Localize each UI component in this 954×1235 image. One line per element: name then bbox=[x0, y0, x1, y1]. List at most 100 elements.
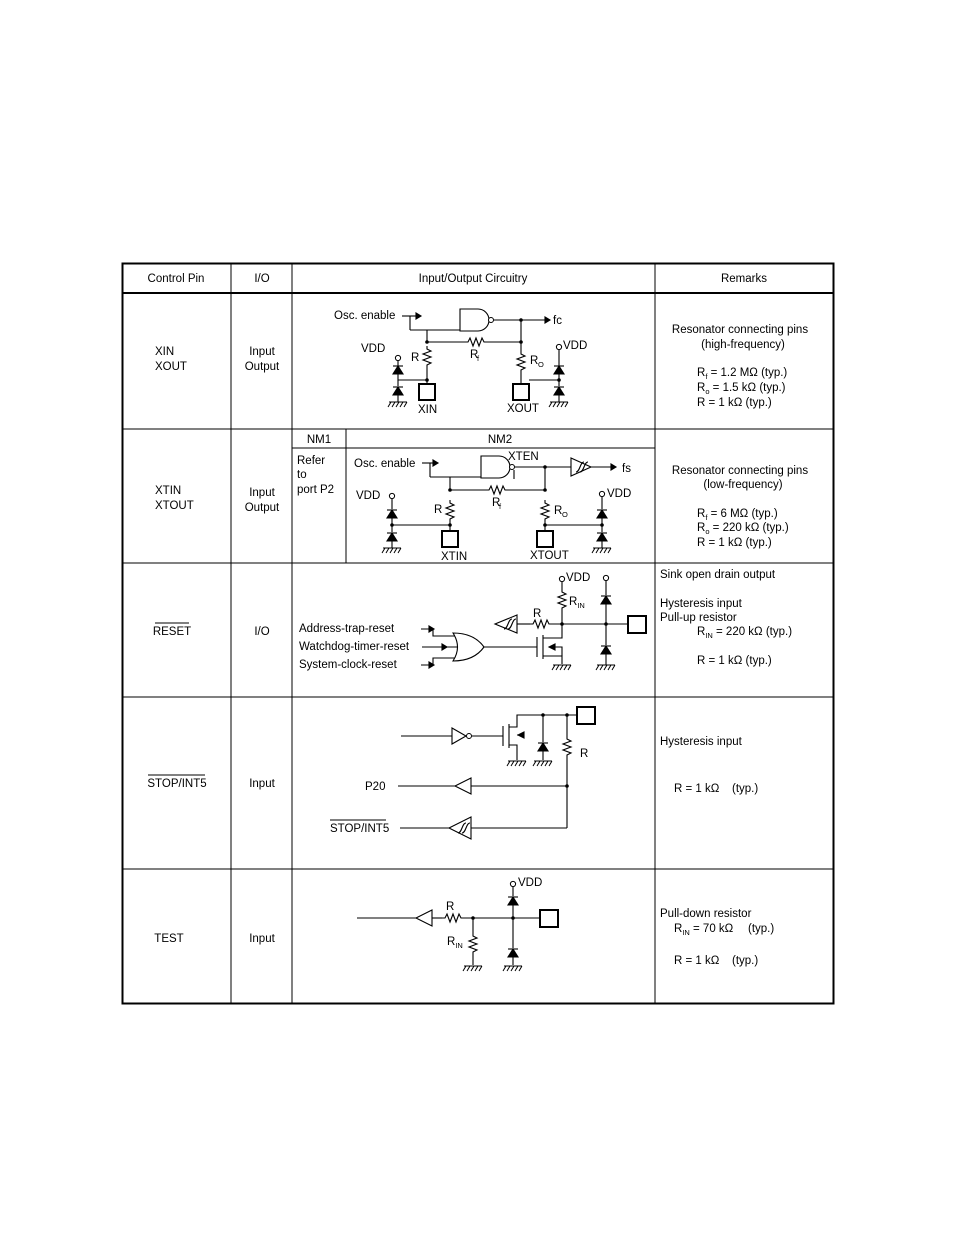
svg-text:R: R bbox=[580, 748, 588, 760]
svg-text:Ro = 1.5 kΩ (typ.): Ro = 1.5 kΩ (typ.) bbox=[697, 382, 786, 396]
io-type: Output bbox=[245, 361, 280, 373]
pin-name: TEST bbox=[154, 933, 183, 945]
pin-name: RESET bbox=[153, 626, 191, 638]
svg-text:f: f bbox=[499, 502, 502, 511]
svg-text:R: R bbox=[533, 608, 541, 620]
stop-int5-circuit: R P20 STOP/INT5 bbox=[330, 706, 596, 840]
row-xin-xout: XIN XOUT Input Output Osc. enable fc R bbox=[155, 308, 808, 416]
svg-text:RIN: RIN bbox=[447, 936, 463, 950]
resistor-r bbox=[422, 345, 432, 367]
buffer bbox=[453, 777, 472, 795]
osc-enable-label: Osc. enable bbox=[354, 458, 415, 470]
svg-text:(high-frequency): (high-frequency) bbox=[701, 339, 785, 351]
svg-text:R: R bbox=[530, 355, 538, 367]
svg-text:Refer: Refer bbox=[297, 455, 325, 467]
io-type: Input bbox=[249, 933, 275, 945]
header-io: I/O bbox=[254, 273, 269, 285]
svg-text:R: R bbox=[470, 349, 478, 361]
svg-text:Sink open drain output: Sink open drain output bbox=[660, 569, 776, 581]
xin-pad bbox=[418, 383, 436, 401]
io-type: Input bbox=[249, 487, 275, 499]
svg-text:R: R bbox=[446, 901, 454, 913]
svg-text:f: f bbox=[477, 354, 480, 363]
row-test: TEST Input R RIN VDD P bbox=[154, 877, 774, 972]
svg-text:Ro = 220 kΩ (typ.): Ro = 220 kΩ (typ.) bbox=[697, 522, 789, 536]
svg-text:RIN: RIN bbox=[569, 596, 585, 610]
row-xtin-xtout: XTIN XTOUT Input Output NM1 NM2 Refer to… bbox=[155, 434, 808, 563]
svg-text:R: R bbox=[492, 497, 500, 509]
inverter bbox=[451, 727, 468, 745]
svg-text:R: R bbox=[411, 352, 419, 364]
nm1-label: NM1 bbox=[307, 434, 331, 446]
xten-label: XTEN bbox=[508, 451, 539, 463]
xin-label: XIN bbox=[418, 404, 437, 416]
pin-name: STOP/INT5 bbox=[147, 778, 206, 790]
svg-text:RIN = 70 kΩ: RIN = 70 kΩ bbox=[674, 923, 734, 937]
osc-enable-label: Osc. enable bbox=[334, 310, 395, 322]
svg-text:R = 1 kΩ: R = 1 kΩ bbox=[674, 955, 720, 967]
svg-text:Watchdog-timer-reset: Watchdog-timer-reset bbox=[299, 641, 410, 653]
header-circuitry: Input/Output Circuitry bbox=[419, 273, 528, 285]
svg-text:Rf = 6 MΩ (typ.): Rf = 6 MΩ (typ.) bbox=[697, 508, 778, 522]
pin-name: XTIN bbox=[155, 485, 181, 497]
svg-text:(typ.): (typ.) bbox=[732, 955, 758, 967]
svg-text:VDD: VDD bbox=[518, 877, 542, 889]
svg-text:System-clock-reset: System-clock-reset bbox=[299, 659, 398, 671]
reset-circuit: Address-trap-reset Watchdog-timer-reset … bbox=[299, 572, 647, 671]
svg-text:(typ.): (typ.) bbox=[748, 923, 774, 935]
pin-name: XOUT bbox=[155, 361, 187, 373]
svg-text:R = 1 kΩ (typ.): R = 1 kΩ (typ.) bbox=[697, 537, 772, 549]
xin-xout-circuit: Osc. enable fc R f R bbox=[334, 308, 587, 416]
header-remarks: Remarks bbox=[721, 273, 767, 285]
svg-text:Pull-up resistor: Pull-up resistor bbox=[660, 612, 737, 624]
remarks-xin-xout: Resonator connecting pins (high-frequenc… bbox=[672, 324, 808, 409]
schmitt-buffer bbox=[447, 816, 472, 840]
xtout-label: XTOUT bbox=[530, 550, 569, 562]
svg-text:STOP/INT5: STOP/INT5 bbox=[330, 823, 389, 835]
io-type: Input bbox=[249, 778, 275, 790]
svg-text:Rf = 1.2 MΩ (typ.): Rf = 1.2 MΩ (typ.) bbox=[697, 367, 787, 381]
xout-pad bbox=[512, 383, 530, 401]
xtin-label: XTIN bbox=[441, 551, 467, 563]
fs-label: fs bbox=[622, 463, 631, 475]
resistor-ro bbox=[516, 350, 526, 372]
svg-text:Hysteresis input: Hysteresis input bbox=[660, 736, 743, 748]
reset-pad bbox=[627, 615, 647, 634]
xtin-xtout-circuit: Osc. enable XTEN fs R f bbox=[354, 451, 631, 563]
svg-text:P20: P20 bbox=[365, 781, 385, 793]
or-gate bbox=[451, 632, 485, 662]
schmitt-buffer bbox=[493, 614, 518, 634]
svg-text:R = 1 kΩ: R = 1 kΩ bbox=[674, 783, 720, 795]
schmitt-buffer bbox=[570, 457, 593, 477]
remarks-stop-int5: Hysteresis input R = 1 kΩ (typ.) bbox=[660, 736, 758, 795]
svg-text:RIN = 220 kΩ (typ.): RIN = 220 kΩ (typ.) bbox=[697, 626, 792, 640]
fc-label: fc bbox=[553, 315, 562, 327]
table-grid bbox=[121, 262, 835, 1005]
svg-text:VDD: VDD bbox=[566, 572, 590, 584]
io-type: Input bbox=[249, 346, 275, 358]
xout-label: XOUT bbox=[507, 403, 539, 415]
svg-text:VDD: VDD bbox=[361, 343, 385, 355]
remarks-xtin-xtout: Resonator connecting pins (low-frequency… bbox=[672, 465, 808, 549]
test-pad bbox=[539, 909, 559, 928]
svg-text:R: R bbox=[554, 505, 562, 517]
stop-int5-pad bbox=[576, 706, 596, 725]
buffer bbox=[414, 909, 433, 927]
svg-text:R = 1 kΩ (typ.): R = 1 kΩ (typ.) bbox=[697, 397, 772, 409]
svg-text:Pull-down resistor: Pull-down resistor bbox=[660, 908, 752, 920]
svg-text:(low-frequency): (low-frequency) bbox=[703, 479, 782, 491]
svg-text:VDD: VDD bbox=[356, 490, 380, 502]
svg-text:O: O bbox=[538, 360, 544, 369]
pin-name: XIN bbox=[155, 346, 174, 358]
test-circuit: R RIN VDD bbox=[357, 877, 559, 972]
svg-text:R = 1 kΩ (typ.): R = 1 kΩ (typ.) bbox=[697, 655, 772, 667]
svg-text:O: O bbox=[562, 510, 568, 519]
xtout-pad bbox=[536, 530, 554, 548]
remarks-reset: Sink open drain output Hysteresis input … bbox=[660, 569, 792, 667]
svg-text:(typ.): (typ.) bbox=[732, 783, 758, 795]
row-stop-int5: STOP/INT5 Input R P20 bbox=[147, 706, 758, 840]
table-header: Control Pin I/O Input/Output Circuitry R… bbox=[148, 273, 768, 285]
header-control-pin: Control Pin bbox=[148, 273, 205, 285]
svg-text:Hysteresis input: Hysteresis input bbox=[660, 598, 743, 610]
